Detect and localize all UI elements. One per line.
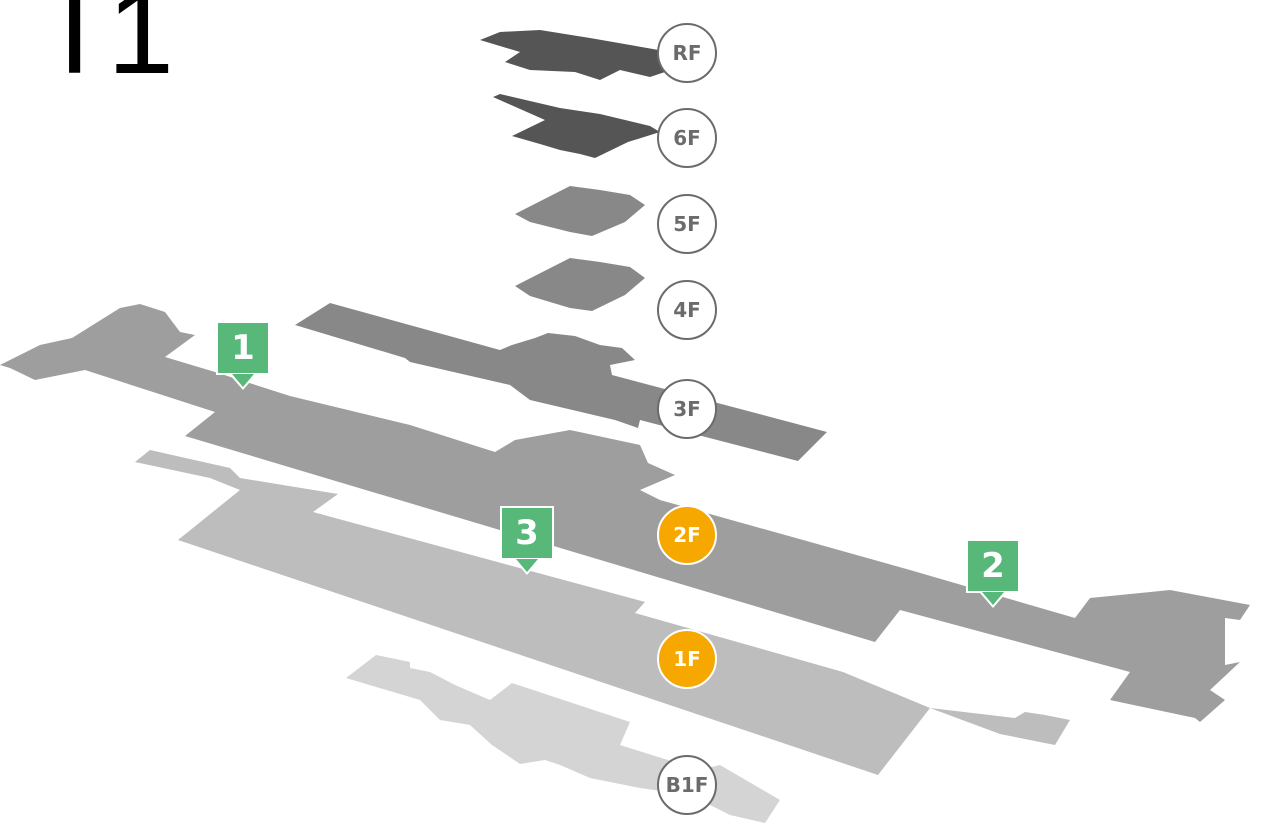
floor-button-5f[interactable]: 5F [657, 194, 717, 254]
floor-button-1f[interactable]: 1F [657, 629, 717, 689]
floor-4f-plan[interactable] [515, 258, 645, 311]
floor-button-b1f[interactable]: B1F [657, 755, 717, 815]
floor-button-4f[interactable]: 4F [657, 280, 717, 340]
floor-button-2f[interactable]: 2F [657, 505, 717, 565]
floor-button-6f[interactable]: 6F [657, 108, 717, 168]
floor-2f-plan[interactable] [0, 304, 1250, 722]
floor-6f-plan[interactable] [493, 94, 660, 158]
floor-1f-plan[interactable] [135, 450, 1070, 775]
floor-button-rf[interactable]: RF [657, 23, 717, 83]
floor-5f-plan[interactable] [515, 186, 645, 236]
location-marker-2[interactable]: 2 [966, 539, 1020, 593]
floor-button-3f[interactable]: 3F [657, 379, 717, 439]
location-marker-3[interactable]: 3 [500, 506, 554, 560]
location-marker-1[interactable]: 1 [216, 321, 270, 375]
terminal-title: T1 [38, 0, 174, 99]
floor-rf-plan[interactable] [480, 30, 670, 80]
